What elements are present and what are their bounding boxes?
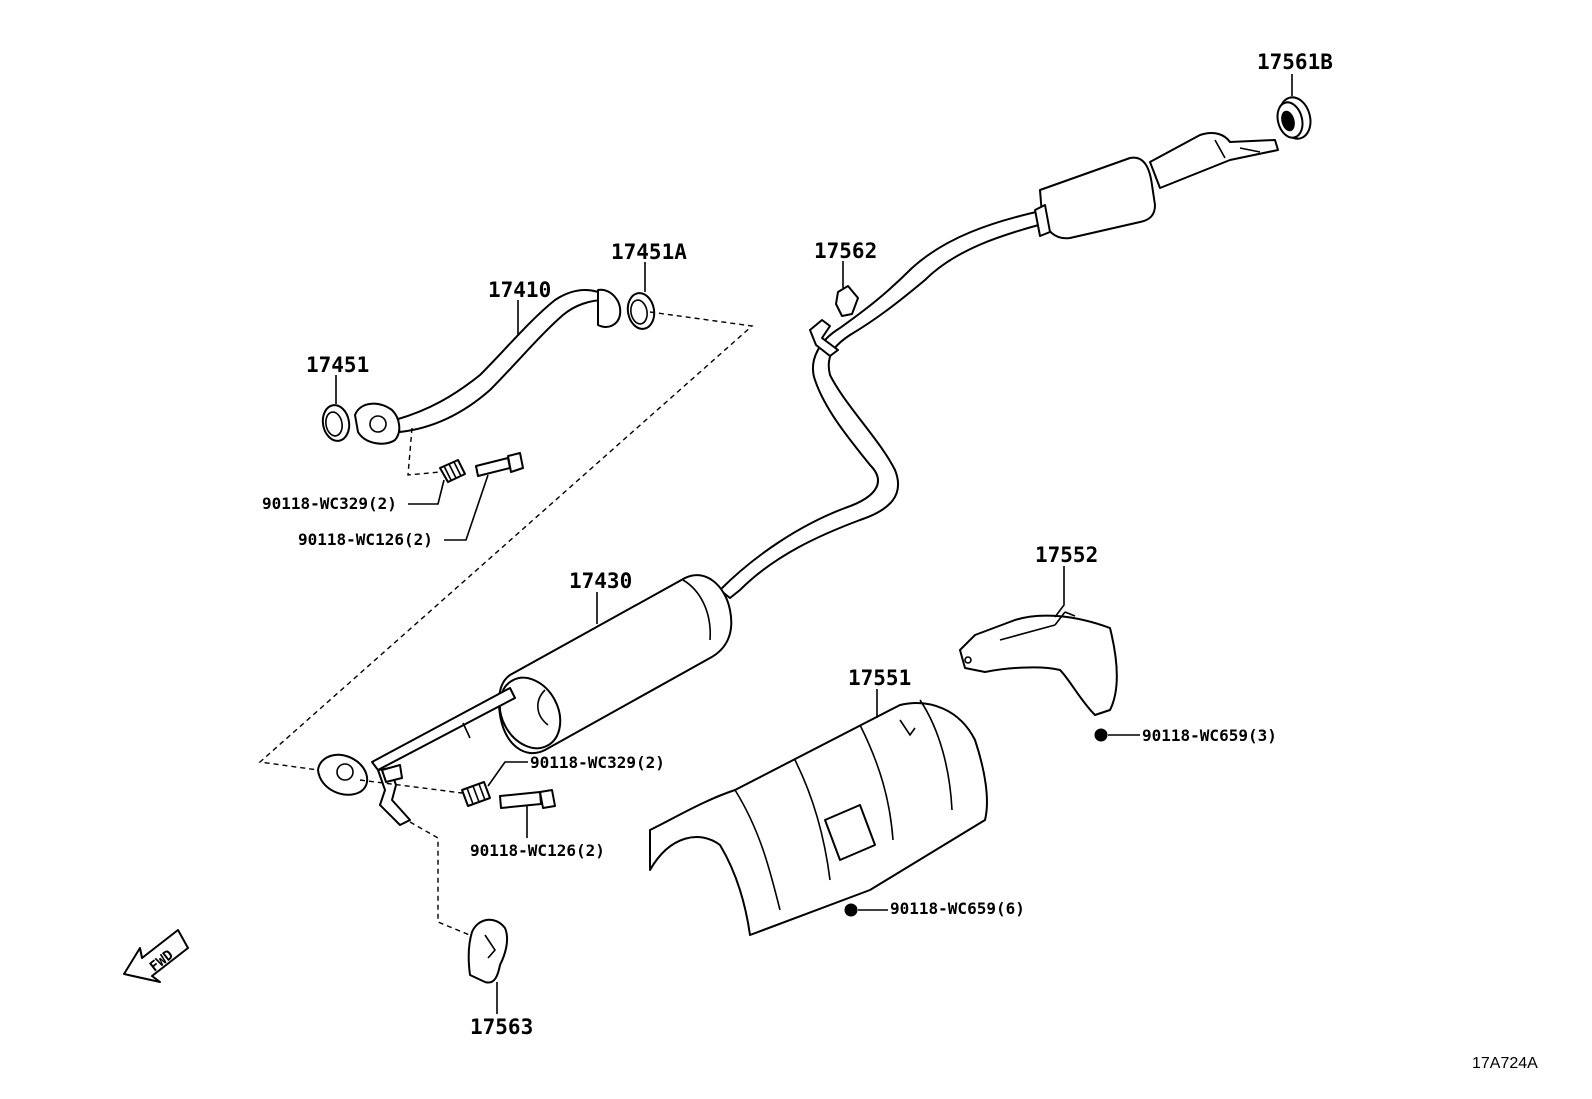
heat-insulator-17552[interactable] <box>959 611 1118 716</box>
front-pipe-17410[interactable] <box>354 288 622 445</box>
nut-90118-WC659-6[interactable] <box>844 903 858 917</box>
spring-90118-WC329-upper[interactable] <box>439 459 466 483</box>
label-17451: 17451 <box>306 353 369 377</box>
diagram-reference-code: 17A724A <box>1472 1055 1538 1072</box>
spring-90118-WC329-lower[interactable] <box>461 781 491 807</box>
catalytic-converter[interactable] <box>1034 132 1279 240</box>
gasket-17451[interactable] <box>320 403 352 443</box>
hanger-17562[interactable] <box>809 285 859 357</box>
fwd-arrow-icon: FWD <box>123 929 189 983</box>
label-17562: 17562 <box>814 239 877 263</box>
label-90118-WC659-3: 90118-WC659(3) <box>1142 726 1277 745</box>
assembly-lines <box>258 311 754 937</box>
heat-insulator-17551[interactable] <box>649 699 988 936</box>
label-90118-WC659-6: 90118-WC659(6) <box>890 899 1025 918</box>
nut-90118-WC659-3[interactable] <box>1094 728 1108 742</box>
label-90118-WC126-lower: 90118-WC126(2) <box>470 841 605 860</box>
gasket-17561B[interactable] <box>1274 94 1315 142</box>
leader-lines <box>335 74 1293 1014</box>
label-17552: 17552 <box>1035 543 1098 567</box>
gasket-17451A[interactable] <box>625 291 657 331</box>
exhaust-pipe-17430[interactable] <box>317 209 1051 826</box>
label-17551: 17551 <box>848 666 911 690</box>
label-90118-WC329-lower: 90118-WC329(2) <box>530 753 665 772</box>
bolt-90118-WC126-lower[interactable] <box>499 789 556 809</box>
hanger-17563[interactable] <box>467 918 509 984</box>
label-17563: 17563 <box>470 1015 533 1039</box>
label-17410: 17410 <box>488 278 551 302</box>
label-17561B: 17561B <box>1257 50 1333 74</box>
label-17451A: 17451A <box>611 240 687 264</box>
bolt-90118-WC126-upper[interactable] <box>475 452 524 477</box>
label-90118-WC126-upper: 90118-WC126(2) <box>298 530 433 549</box>
label-90118-WC329-upper: 90118-WC329(2) <box>262 494 397 513</box>
label-17430: 17430 <box>569 569 632 593</box>
